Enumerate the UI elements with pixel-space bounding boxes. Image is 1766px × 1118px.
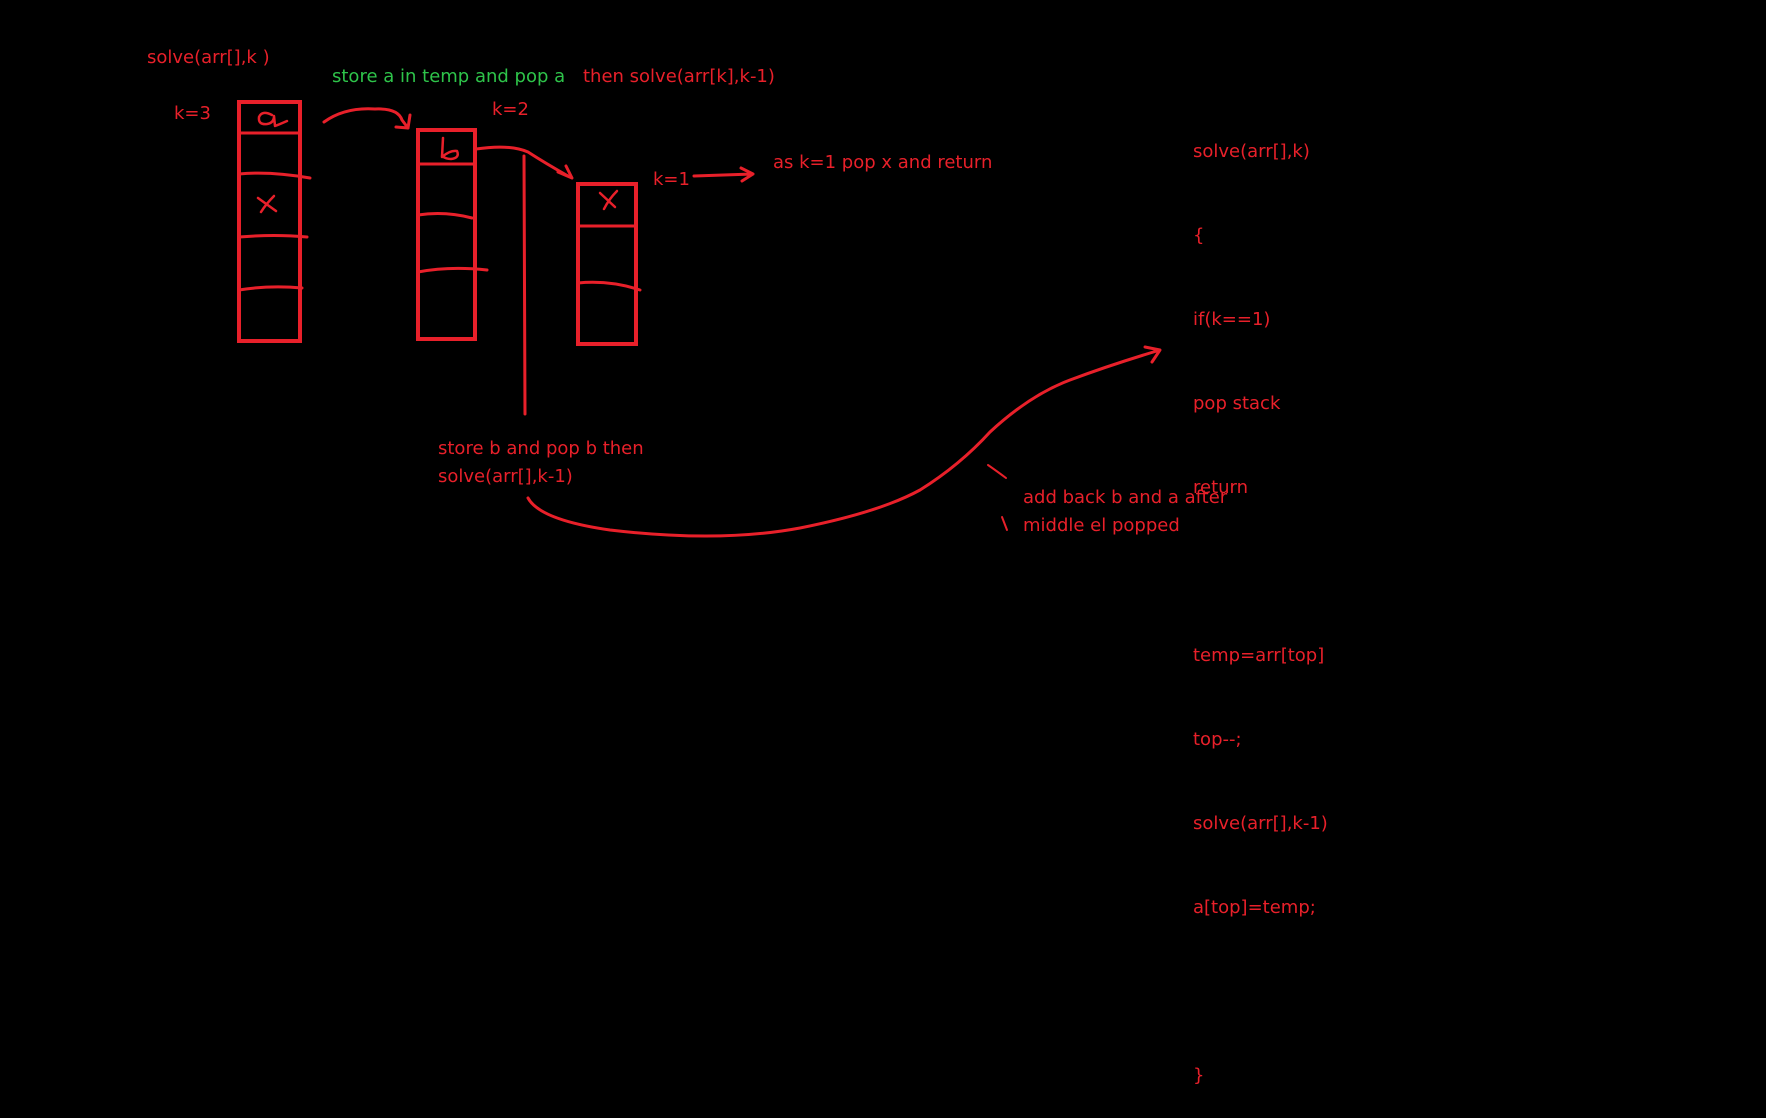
return-curve-arrow <box>526 345 1162 538</box>
code-line: solve(arr[],k) <box>1193 141 1310 162</box>
as-k1-label: as k=1 pop x and return <box>773 152 993 173</box>
then-solve-label: then solve(arr[k],k-1) <box>583 66 775 87</box>
arrow-stack1-to-stack2 <box>322 107 412 130</box>
code-line: return <box>1193 477 1249 498</box>
stack-k3-frame <box>237 100 302 343</box>
connector-stack2-down <box>522 154 527 416</box>
pseudocode-block: solve(arr[],k) { if(k==1) pop stack retu… <box>1193 82 1328 1118</box>
k1-label: k=1 <box>653 169 690 190</box>
tick-mark-upper <box>987 464 1007 479</box>
stack-k1 <box>576 182 642 346</box>
code-line: a[top]=temp; <box>1193 897 1316 918</box>
code-line: top--; <box>1193 729 1242 750</box>
code-line: { <box>1193 225 1205 246</box>
code-line: } <box>1193 1065 1205 1086</box>
store-b-line2: solve(arr[],k-1) <box>438 466 573 487</box>
stack-k3 <box>237 100 312 343</box>
stack-k3-divider <box>237 285 304 292</box>
k3-label: k=3 <box>174 103 211 124</box>
stack-k2-divider <box>416 212 474 220</box>
stack-k2-top-glyph <box>440 136 459 161</box>
stack-k2-divider <box>416 266 489 274</box>
stack-k1-frame <box>576 182 638 346</box>
stack-k1-top-glyph <box>598 189 619 211</box>
stack-k2 <box>416 128 489 341</box>
stack-k2-frame <box>416 128 477 341</box>
add-back-line1: add back b and a after <box>1023 487 1228 508</box>
code-line <box>1193 558 1328 586</box>
k2-label: k=2 <box>492 99 529 120</box>
store-a-label: store a in temp and pop a <box>332 66 566 87</box>
add-back-line2: middle el popped <box>1023 515 1180 536</box>
stack-k3-mid-glyph <box>256 194 278 214</box>
stack-k1-divider <box>576 280 642 292</box>
code-line: pop stack <box>1193 393 1281 414</box>
arrow-stack2-to-stack3 <box>474 145 574 180</box>
store-b-line1: store b and pop b then <box>438 438 644 459</box>
code-line: if(k==1) <box>1193 309 1271 330</box>
stack-k3-divider <box>237 171 312 180</box>
code-line <box>1193 978 1328 1006</box>
stack-k3-top-glyph <box>257 111 289 128</box>
stack-k3-divider <box>237 234 309 239</box>
tick-mark-lower <box>1001 516 1008 531</box>
code-line: temp=arr[top] <box>1193 645 1325 666</box>
diagram-canvas <box>237 100 1162 538</box>
arrow-k1-to-text <box>692 166 755 183</box>
solve-call-label: solve(arr[],k ) <box>147 47 270 68</box>
code-line: solve(arr[],k-1) <box>1193 813 1328 834</box>
